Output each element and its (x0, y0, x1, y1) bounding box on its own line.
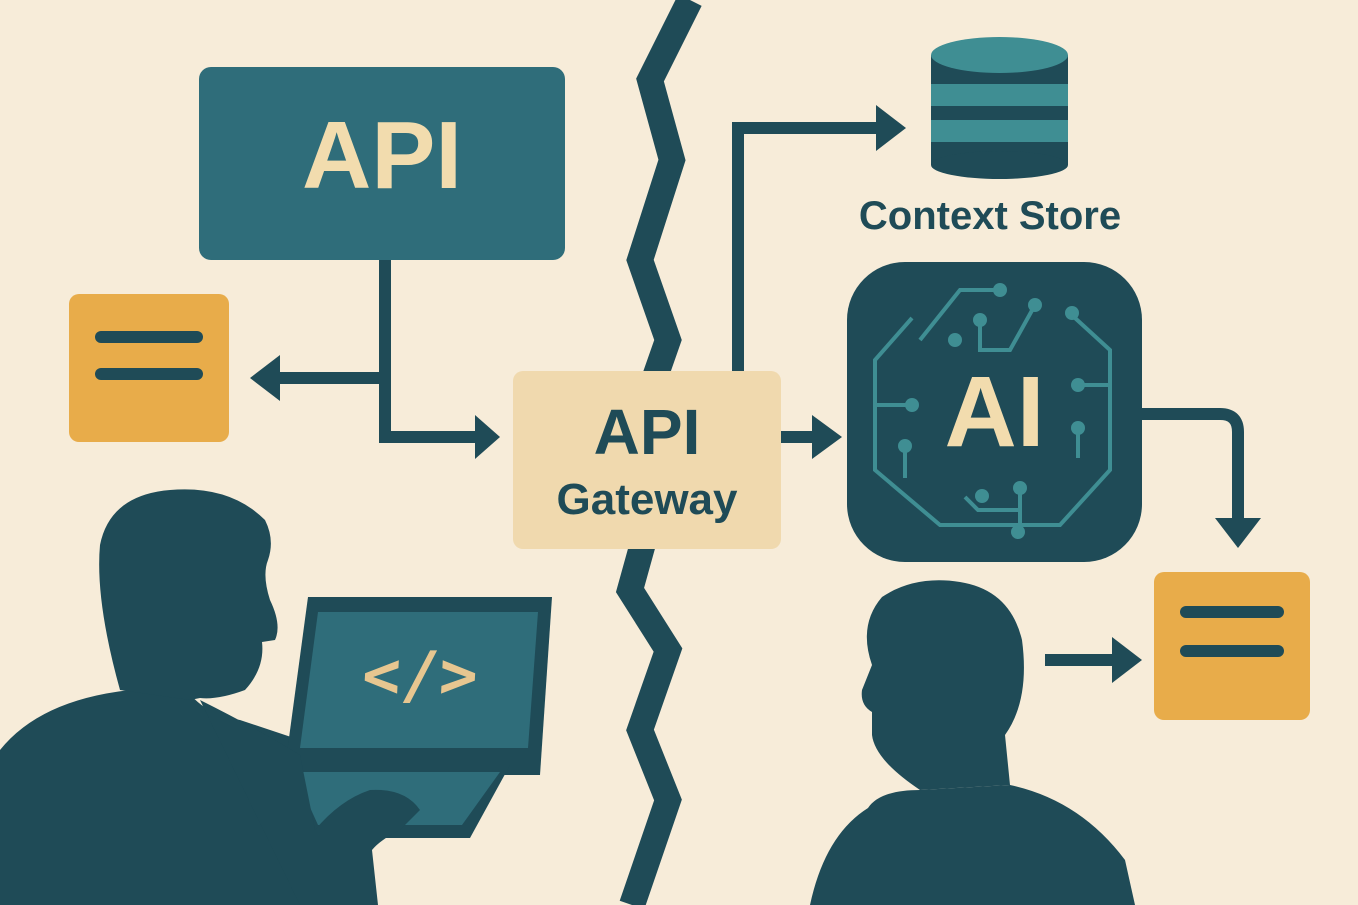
api-gateway-label-line1: API (593, 396, 701, 468)
document-icon-right (1154, 572, 1310, 720)
ai-circuit-nodes (898, 283, 1085, 539)
person-silhouette-icon-developer (0, 489, 300, 905)
database-icon (931, 37, 1068, 179)
person-silhouette-icon-user (810, 580, 1135, 905)
ai-chip-label: AI (944, 356, 1045, 468)
context-store-label: Context Store (858, 194, 1122, 238)
code-glyph-label: </> (360, 639, 480, 713)
ai-to-doc-connector (1142, 408, 1244, 522)
gateway-to-context-connector (732, 122, 880, 371)
arrow-head-down (1215, 518, 1261, 548)
api-gateway-box (513, 371, 781, 549)
api-box-label: API (301, 102, 463, 209)
developer-arm (200, 700, 420, 905)
document-icon-left (69, 294, 229, 442)
arrow-head-to-gateway (475, 415, 500, 459)
laptop-icon (284, 597, 552, 838)
arrow-head-to-left-doc (250, 355, 280, 401)
api-connectors (270, 260, 475, 443)
arrow-head-to-right-doc (1112, 637, 1142, 683)
arrow-head-to-ai (812, 415, 842, 459)
api-box (199, 67, 565, 260)
arrow-head-to-context (876, 105, 906, 151)
api-gateway-label-line2: Gateway (556, 475, 738, 524)
